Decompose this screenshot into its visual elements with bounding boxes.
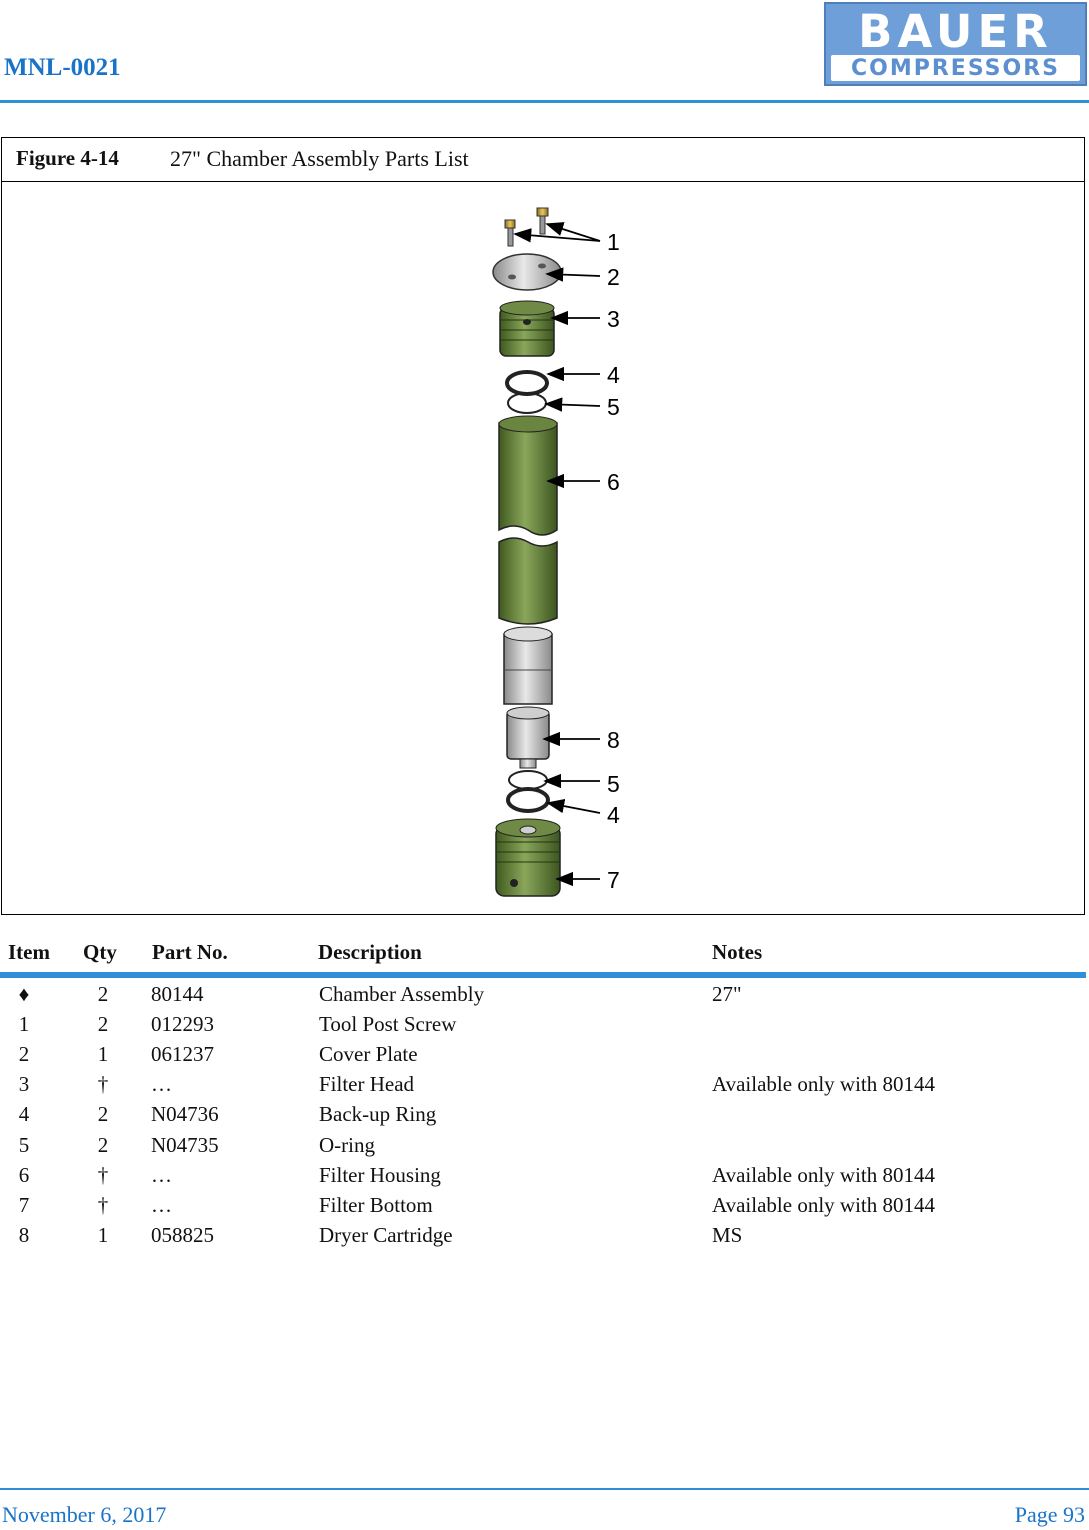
cell-qty: † — [97, 1193, 109, 1217]
cell-part-no: … — [151, 1072, 172, 1096]
callout-4-bottom: 4 — [607, 802, 620, 828]
callout-1: 1 — [607, 229, 620, 255]
logo-bottom-text: COMPRESSORS — [831, 55, 1080, 81]
callout-7: 7 — [607, 867, 620, 893]
cell-part-no: … — [151, 1163, 172, 1187]
figure-label: Figure 4-14 — [16, 146, 119, 170]
table-row: 8 1 058825 Dryer Cartridge MS — [0, 1223, 1089, 1253]
cell-part-no: N04735 — [151, 1133, 219, 1157]
cell-description: O-ring — [319, 1133, 375, 1157]
table-row: 3 † … Filter Head Available only with 80… — [0, 1072, 1089, 1102]
chamber-assembly-diagram: 1 2 3 4 5 6 8 5 4 7 — [492, 207, 620, 897]
backup-ring-bottom — [506, 787, 550, 813]
table-row: 4 2 N04736 Back-up Ring — [0, 1102, 1089, 1132]
cell-description: Cover Plate — [319, 1042, 418, 1066]
cell-description: Filter Bottom — [319, 1193, 433, 1217]
col-notes-header: Notes — [712, 940, 763, 964]
filter-housing — [498, 415, 558, 625]
cell-description: Tool Post Screw — [319, 1012, 457, 1036]
callout-leader-4-bottom — [546, 798, 601, 814]
cell-item: 4 — [18, 1102, 30, 1126]
header-rule — [0, 100, 1089, 103]
cell-item: 7 — [18, 1193, 30, 1217]
col-description-header: Description — [318, 940, 422, 964]
footer-page-number: Page 93 — [1014, 1502, 1085, 1527]
bauer-logo: BAUER COMPRESSORS — [824, 2, 1087, 86]
dryer-cartridge — [506, 706, 550, 769]
cell-part-no: 058825 — [151, 1223, 214, 1247]
cell-qty: 2 — [97, 1102, 109, 1126]
figure-title: 27" Chamber Assembly Parts List — [170, 146, 469, 171]
cell-item: ♦ — [18, 982, 30, 1006]
cell-item: 8 — [18, 1223, 30, 1247]
col-part-header: Part No. — [152, 940, 228, 964]
filter-head — [499, 300, 555, 357]
callout-5-bottom: 5 — [607, 771, 620, 797]
doc-id: MNL-0021 — [4, 54, 121, 81]
table-row: ♦ 2 80144 Chamber Assembly 27" — [0, 982, 1089, 1012]
cell-description: Filter Head — [319, 1072, 415, 1096]
callout-2: 2 — [607, 264, 620, 290]
figure-caption: Figure 4-14 27" Chamber Assembly Parts L… — [2, 138, 1084, 182]
cell-part-no: N04736 — [151, 1102, 219, 1126]
cell-description: Chamber Assembly — [319, 982, 485, 1006]
cell-qty: † — [97, 1072, 109, 1096]
cell-qty: 2 — [97, 982, 109, 1006]
cell-qty: 2 — [97, 1133, 109, 1157]
o-ring-bottom — [508, 770, 548, 790]
callout-6: 6 — [607, 469, 620, 495]
callout-leader-1b — [513, 228, 601, 243]
footer-date: November 6, 2017 — [2, 1502, 167, 1527]
footer-rule — [0, 1488, 1089, 1490]
tool-post-screws — [504, 207, 549, 247]
cell-item: 2 — [18, 1042, 30, 1066]
backup-ring-top — [505, 370, 549, 396]
cell-part-no: 80144 — [151, 982, 204, 1006]
table-row: 1 2 012293 Tool Post Screw — [0, 1012, 1089, 1042]
cover-plate — [492, 253, 562, 291]
callout-3: 3 — [607, 306, 620, 332]
callout-5-top: 5 — [607, 394, 620, 420]
cartridge-body — [503, 626, 553, 705]
callout-leader-1a — [545, 222, 601, 242]
cell-qty: 2 — [97, 1012, 109, 1036]
cell-part-no: 061237 — [151, 1042, 214, 1066]
callout-leader-2 — [545, 267, 601, 282]
table-row: 2 1 061237 Cover Plate — [0, 1042, 1089, 1072]
cell-item: 5 — [18, 1133, 30, 1157]
cell-qty: † — [97, 1163, 109, 1187]
cell-description: Filter Housing — [319, 1163, 441, 1187]
cell-notes: Available only with 80144 — [712, 1193, 935, 1217]
logo-top-text: BAUER — [858, 5, 1053, 58]
cell-description: Back-up Ring — [319, 1102, 437, 1126]
cell-part-no: 012293 — [151, 1012, 214, 1036]
cell-item: 1 — [18, 1012, 30, 1036]
cell-description: Dryer Cartridge — [319, 1223, 453, 1247]
cell-item: 6 — [18, 1163, 30, 1187]
col-qty-header: Qty — [83, 940, 117, 964]
table-rule — [0, 972, 1086, 978]
table-row: 7 † … Filter Bottom Available only with … — [0, 1193, 1089, 1223]
cell-item: 3 — [18, 1072, 30, 1096]
cell-notes: 27" — [712, 982, 742, 1006]
cell-notes: MS — [712, 1223, 743, 1247]
cell-notes: Available only with 80144 — [712, 1072, 935, 1096]
table-row: 6 † … Filter Housing Available only with… — [0, 1163, 1089, 1193]
callout-leader-5-top — [544, 397, 601, 412]
callout-8: 8 — [607, 727, 620, 753]
figure-box: Figure 4-14 27" Chamber Assembly Parts L… — [1, 137, 1085, 915]
filter-bottom — [495, 818, 561, 897]
cell-part-no: … — [151, 1193, 172, 1217]
cell-qty: 1 — [97, 1042, 109, 1066]
callout-4-top: 4 — [607, 362, 620, 388]
cell-qty: 1 — [97, 1223, 109, 1247]
table-row: 5 2 N04735 O-ring — [0, 1133, 1089, 1163]
col-item-header: Item — [8, 940, 50, 964]
cell-notes: Available only with 80144 — [712, 1163, 935, 1187]
